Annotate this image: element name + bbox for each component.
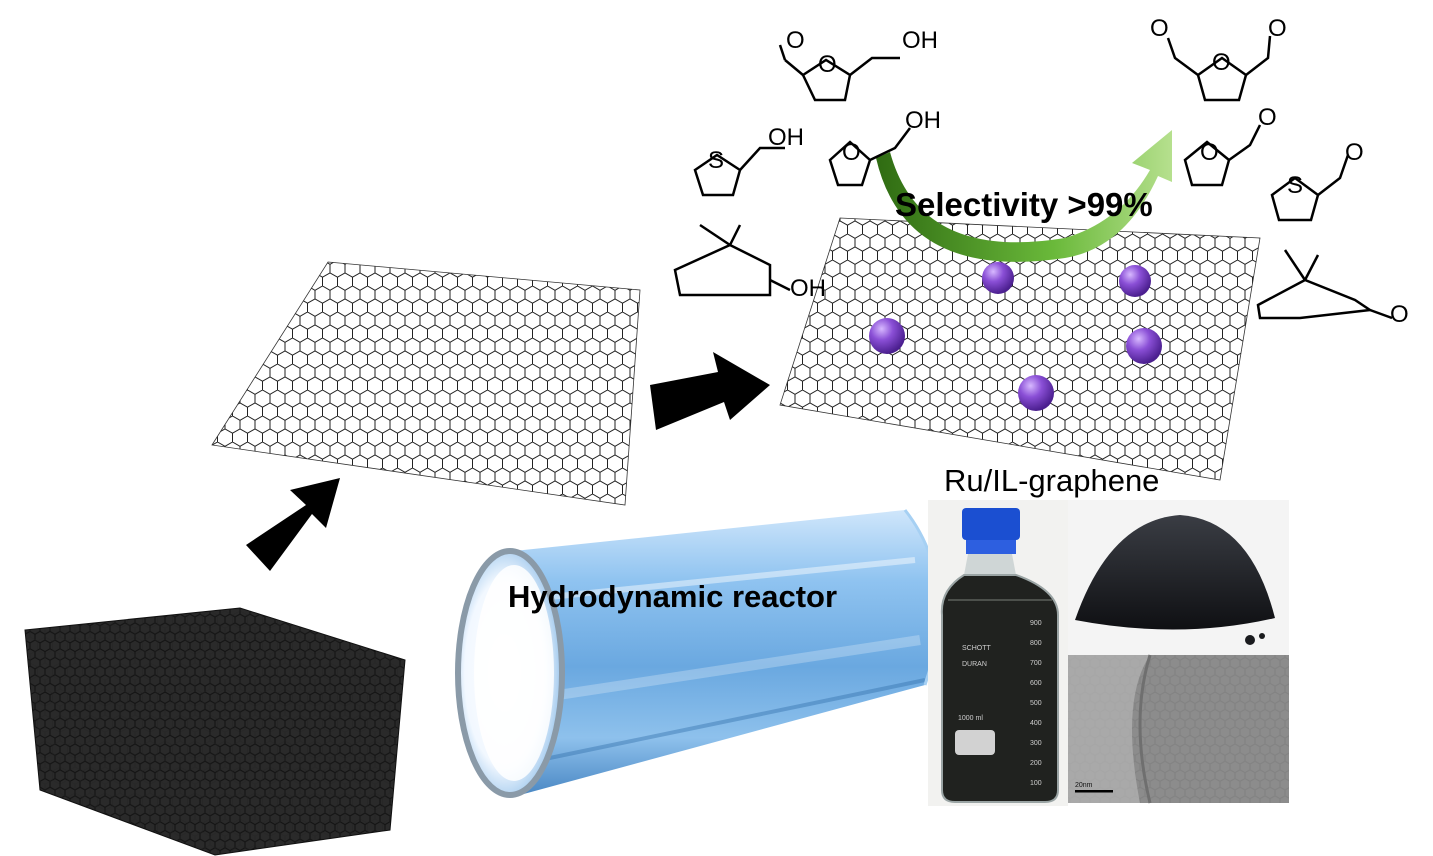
bottle-brand-bottom: DURAN <box>962 661 987 668</box>
oh-label: OH <box>902 27 938 54</box>
selectivity-arrow <box>876 130 1172 262</box>
svg-text:800: 800 <box>1030 640 1042 647</box>
ru-nanoparticles <box>869 262 1162 411</box>
o-label: O <box>1212 49 1231 76</box>
hmf-molecule <box>778 44 900 102</box>
furfural-molecule <box>1183 124 1262 187</box>
graphene-sheet <box>211 261 641 506</box>
bottle-volume: 1000 ml <box>958 715 983 722</box>
bottle-photo: SCHOTT DURAN 1000 ml 900 800 700 600 500… <box>928 500 1068 806</box>
svg-text:700: 700 <box>1030 660 1042 667</box>
selectivity-label: Selectivity >99% <box>895 186 1153 223</box>
oh-label: OH <box>790 275 826 302</box>
tem-image: 20nm <box>1068 654 1289 804</box>
ru-nanoparticle <box>869 318 905 354</box>
ru-nanoparticle <box>1018 375 1054 411</box>
ru-nanoparticle <box>982 262 1014 294</box>
ru-nanoparticle <box>1126 328 1162 364</box>
svg-text:200: 200 <box>1030 760 1042 767</box>
svg-text:300: 300 <box>1030 740 1042 747</box>
catalyst-label: Ru/IL-graphene <box>944 463 1159 498</box>
oh-label: OH <box>768 124 804 151</box>
reactant-structures <box>673 35 1393 320</box>
oh-label: OH <box>905 107 941 134</box>
bottle-graduations: 900 800 700 600 500 400 300 200 100 <box>1030 620 1042 787</box>
o-label: O <box>786 27 805 54</box>
o-label: O <box>1258 104 1277 131</box>
ru-nanoparticle <box>1119 265 1151 297</box>
o-label: O <box>818 51 837 78</box>
thiophene-methanol-molecule <box>693 146 785 197</box>
svg-text:600: 600 <box>1030 680 1042 687</box>
o-label: O <box>1150 15 1169 42</box>
svg-text:500: 500 <box>1030 700 1042 707</box>
powder-photo <box>1068 500 1289 655</box>
bottle-brand-top: SCHOTT <box>962 645 992 652</box>
camphor-molecule <box>1256 249 1393 320</box>
svg-text:100: 100 <box>1030 780 1042 787</box>
o-label: O <box>1200 139 1219 166</box>
process-arrow-1 <box>246 478 340 571</box>
reactor-label: Hydrodynamic reactor <box>508 579 837 614</box>
svg-text:400: 400 <box>1030 720 1042 727</box>
hydrodynamic-reactor <box>455 509 941 798</box>
tem-scale-bar: 20nm <box>1075 782 1093 789</box>
dff-molecule <box>1166 35 1272 102</box>
o-label: O <box>1390 301 1409 328</box>
process-arrow-2 <box>650 352 770 430</box>
atom-labels: OH O O OH O S OH OH O O O O O S O O <box>708 15 1409 328</box>
thiophene-aldehyde-molecule <box>1270 154 1350 222</box>
borneol-molecule <box>673 223 791 297</box>
s-label: S <box>708 147 724 174</box>
s-label: S <box>1287 172 1303 199</box>
o-label: O <box>842 139 861 166</box>
o-label: O <box>1345 139 1364 166</box>
o-label: O <box>1268 15 1287 42</box>
furfuryl-alcohol-molecule <box>828 127 911 187</box>
graphite-stack <box>24 607 406 856</box>
svg-text:900: 900 <box>1030 620 1042 627</box>
